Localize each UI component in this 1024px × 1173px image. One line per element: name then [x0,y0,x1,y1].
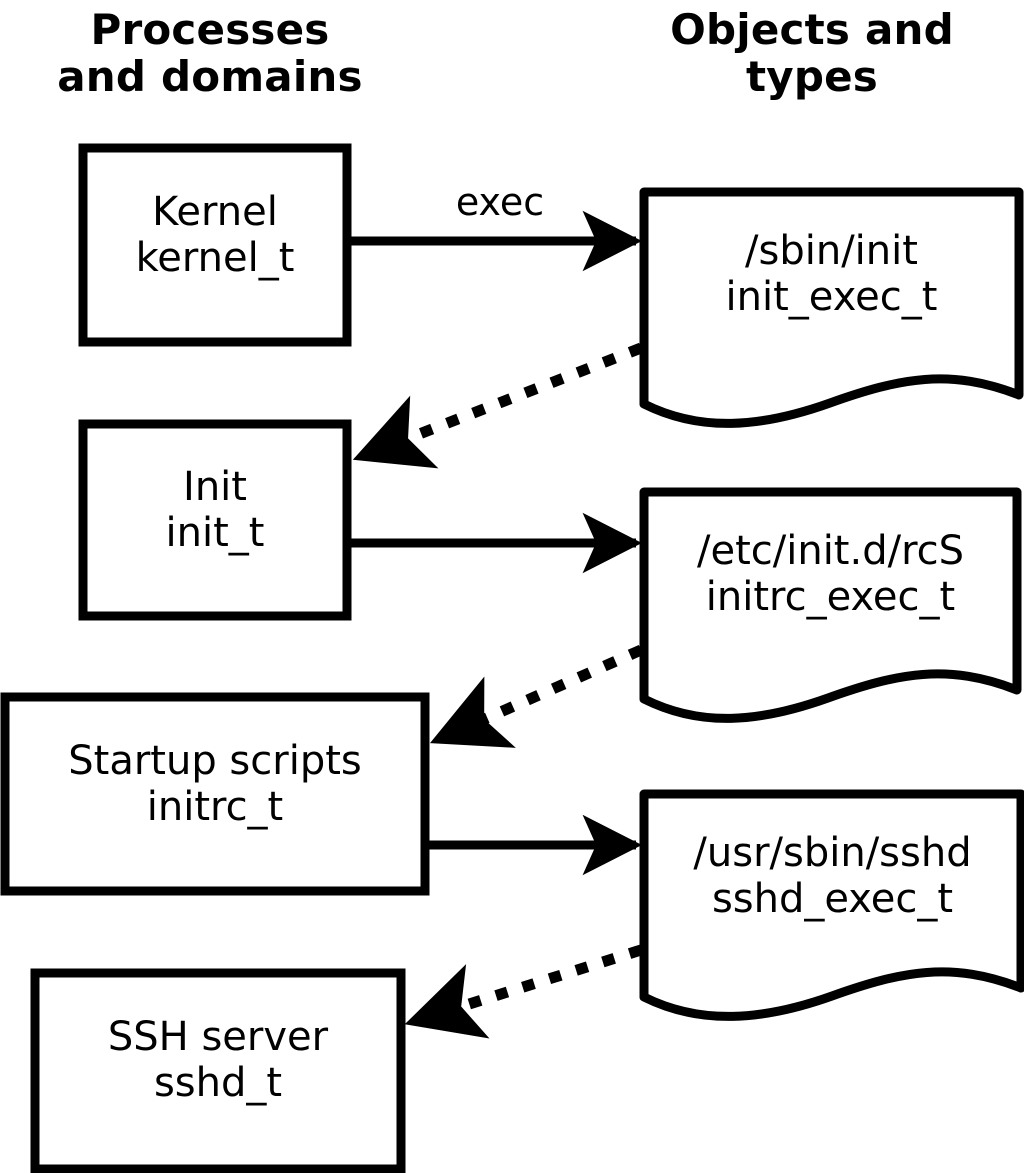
edge-sshd_exec-transition-sshd[interactable] [404,944,643,1039]
edge-initrc_exec-transition-initrc[interactable] [429,644,644,748]
column-header-objects: Objects and types [670,5,954,102]
node-kernel-shape[interactable] [78,143,352,347]
node-init-shape[interactable] [78,419,352,621]
node-sshd-shape[interactable] [30,968,406,1173]
node-init-exec-shape[interactable] [639,187,1024,428]
node-initrc-shape[interactable] [0,692,430,896]
edge-init_exec-transition-init[interactable] [352,342,643,469]
edge-label-exec: exec [455,180,545,224]
node-sshd-exec-shape[interactable] [639,789,1024,1021]
column-header-processes: Processes and domains [57,5,363,102]
node-initrc-exec-shape[interactable] [639,487,1022,723]
